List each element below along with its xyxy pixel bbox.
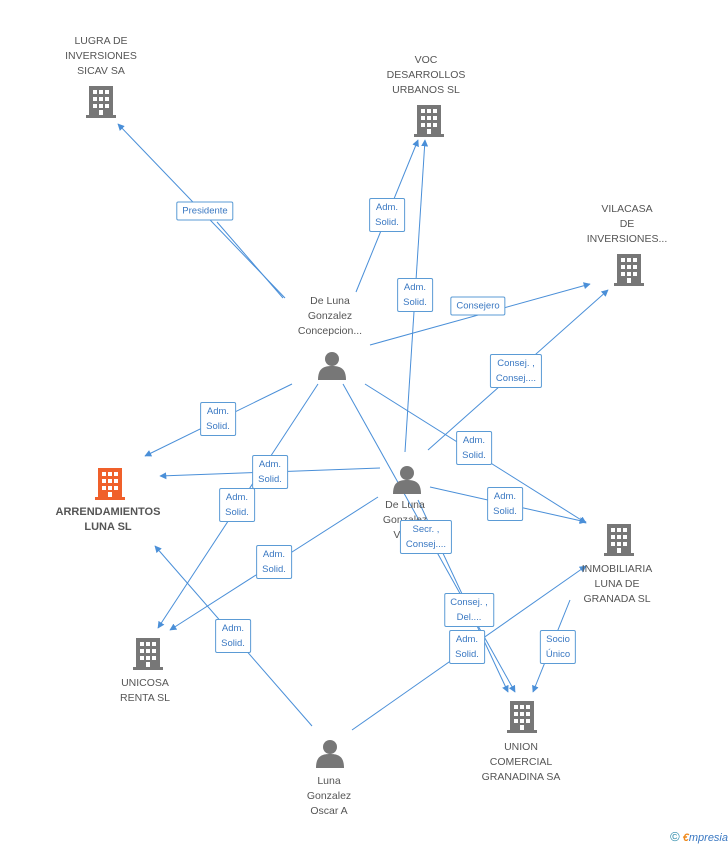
- edge-label-adm-solid[interactable]: Adm. Solid.: [456, 431, 492, 465]
- building-icon[interactable]: [614, 254, 644, 286]
- edge-label-adm-solid[interactable]: Adm. Solid.: [200, 402, 236, 436]
- brand-logo: €mpresia: [682, 832, 728, 844]
- footer-brand: © €mpresia: [670, 829, 728, 844]
- node-label-concepcion[interactable]: De Luna Gonzalez Concepcion...: [297, 295, 363, 337]
- building-icon[interactable]: [604, 524, 634, 556]
- copyright-icon: ©: [670, 829, 680, 844]
- node-label-lugra[interactable]: LUGRA DE INVERSIONES SICAV SA: [65, 35, 137, 77]
- building-icon[interactable]: [133, 638, 163, 670]
- relationship-edge: [216, 221, 284, 299]
- edge-label-adm-solid[interactable]: Adm. Solid.: [487, 487, 523, 521]
- edge-label-adm-solid[interactable]: Adm. Solid.: [215, 619, 251, 653]
- node-label-voc[interactable]: VOC DESARROLLOS URBANOS SL: [386, 54, 466, 96]
- edge-label-adm-solid[interactable]: Adm. Solid.: [449, 630, 485, 664]
- node-label-oscar[interactable]: Luna Gonzalez Oscar A: [306, 775, 352, 817]
- edge-label-adm-solid[interactable]: Adm. Solid.: [256, 545, 292, 579]
- edge-label-secr-consej[interactable]: Secr. , Consej....: [399, 520, 453, 554]
- edge-label-adm-solid[interactable]: Adm. Solid.: [219, 488, 255, 522]
- edge-label-adm-solid[interactable]: Adm. Solid.: [397, 278, 433, 312]
- person-icon[interactable]: [316, 740, 344, 768]
- building-icon[interactable]: [86, 86, 116, 118]
- node-label-arrendamientos[interactable]: ARRENDAMIENTOS LUNA SL: [55, 506, 161, 533]
- edge-label-socio-unico[interactable]: Socio Único: [539, 630, 577, 664]
- icons-layer: [86, 86, 644, 768]
- edge-label-adm-solid[interactable]: Adm. Solid.: [369, 198, 405, 232]
- node-label-inmobiliaria[interactable]: INMOBILIARIA LUNA DE GRANADA SL: [581, 563, 653, 605]
- building-icon[interactable]: [507, 701, 537, 733]
- node-label-union[interactable]: UNION COMERCIAL GRANADINA SA: [481, 741, 561, 783]
- edge-label-consejero[interactable]: Consejero: [450, 296, 506, 316]
- building-icon[interactable]: [95, 468, 125, 500]
- edge-label-consej-del[interactable]: Consej. , Del....: [444, 593, 494, 627]
- node-label-vilacasa[interactable]: VILACASA DE INVERSIONES...: [586, 203, 668, 245]
- person-icon[interactable]: [318, 352, 346, 380]
- person-icon[interactable]: [393, 466, 421, 494]
- building-icon[interactable]: [414, 105, 444, 137]
- edge-label-presidente[interactable]: Presidente: [176, 201, 234, 221]
- edge-label-adm-solid[interactable]: Adm. Solid.: [252, 455, 288, 489]
- node-label-unicosa[interactable]: UNICOSA RENTA SL: [120, 677, 170, 704]
- edge-label-consej[interactable]: Consej. , Consej....: [489, 354, 543, 388]
